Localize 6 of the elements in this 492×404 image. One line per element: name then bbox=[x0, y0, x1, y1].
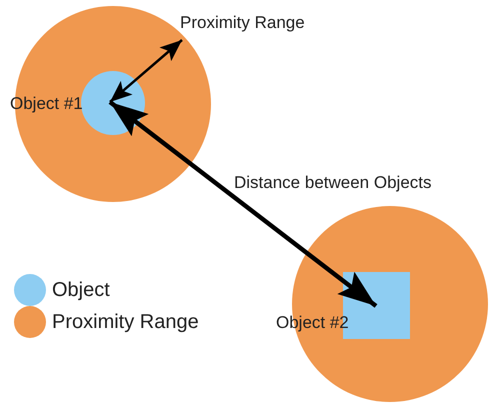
edge-label: Distance between Objects bbox=[234, 173, 432, 193]
edge-label: Proximity Range bbox=[180, 13, 305, 33]
legend-label: Proximity Range bbox=[52, 310, 199, 334]
double-arrow bbox=[108, 100, 378, 308]
legend-label: Object bbox=[52, 278, 110, 302]
double-arrow bbox=[109, 39, 183, 103]
